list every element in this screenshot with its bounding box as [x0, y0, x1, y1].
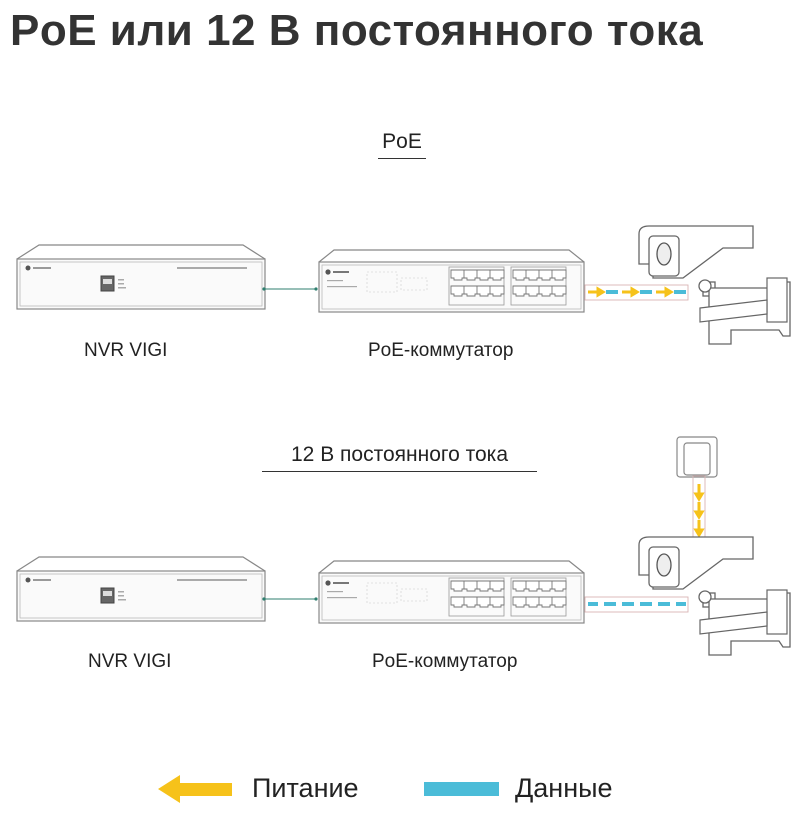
poe-switch-device — [319, 250, 584, 312]
nvr-device — [16, 244, 266, 310]
switch-label-poe: PoE-коммутатор — [368, 340, 514, 361]
legend-power-swatch — [158, 775, 232, 803]
page-title: PoE или 12 В постоянного тока — [10, 6, 704, 55]
section-poe-heading: PoE — [378, 130, 426, 159]
poe-switch-device-dc — [319, 561, 584, 623]
nvr-label-poe: NVR VIGI — [84, 340, 168, 361]
data-flow-dc — [588, 602, 686, 606]
power-adapter — [676, 436, 718, 540]
legend-data-label: Данные — [515, 773, 613, 803]
nvr-label-dc: NVR VIGI — [88, 651, 172, 672]
switch-label-dc: PoE-коммутатор — [372, 651, 518, 672]
nvr-device-dc — [16, 556, 266, 622]
legend-data-swatch — [424, 782, 499, 796]
poe-flow — [588, 286, 686, 298]
legend-power-label: Питание — [252, 773, 359, 803]
section-dc-heading: 12 В постоянного тока — [262, 443, 537, 472]
